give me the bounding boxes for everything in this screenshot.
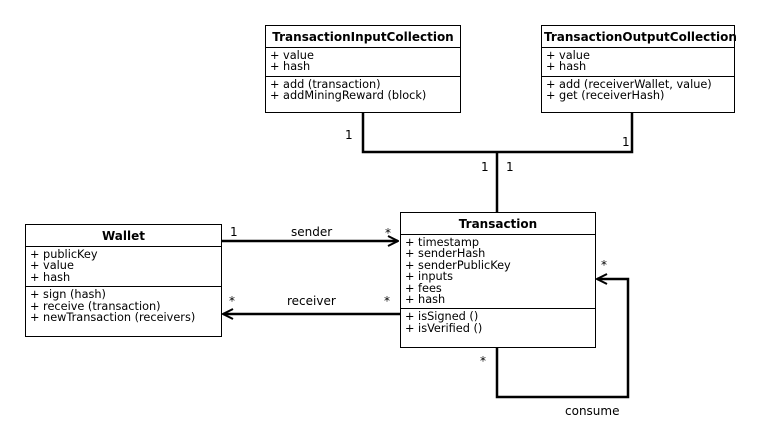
class-name: Wallet bbox=[26, 225, 221, 247]
operation: + sign (hash) bbox=[30, 288, 106, 302]
class-wallet: Wallet + publicKey + value + hash + sign… bbox=[25, 224, 222, 337]
attribute: + hash bbox=[30, 270, 71, 284]
output-collection-link bbox=[497, 113, 634, 154]
attribute: + senderPublicKey bbox=[405, 258, 511, 272]
operation: + isVerified () bbox=[405, 321, 483, 335]
class-name: TransactionOutputCollection bbox=[542, 26, 737, 48]
class-attributes: + value + hash bbox=[542, 48, 734, 76]
attribute: + hash bbox=[405, 293, 446, 307]
class-transaction-output-collection: TransactionOutputCollection + value + ha… bbox=[541, 25, 737, 113]
attribute: + timestamp bbox=[405, 236, 479, 249]
class-attributes: + value + hash bbox=[266, 48, 460, 76]
operation: + newTransaction (receivers) bbox=[30, 311, 196, 325]
attribute: + fees bbox=[405, 281, 442, 295]
class-attributes: + timestamp + senderHash + senderPublicK… bbox=[401, 235, 595, 308]
receiver-transaction-multiplicity: * bbox=[384, 294, 390, 308]
input-collection-multiplicity: 1 bbox=[345, 128, 353, 142]
attribute: + value bbox=[30, 259, 74, 273]
operation: + add (receiverWallet, value) bbox=[546, 77, 712, 91]
transaction-input-multiplicity: 1 bbox=[481, 160, 489, 174]
input-collection-link bbox=[361, 113, 497, 154]
class-operations: + add (receiverWallet, value) + get (rec… bbox=[542, 75, 734, 105]
class-operations: + isSigned () + isVerified () bbox=[401, 308, 595, 337]
sender-transaction-multiplicity: * bbox=[385, 226, 391, 240]
consume-target-multiplicity: * bbox=[601, 258, 607, 272]
receiver-label: receiver bbox=[287, 294, 336, 308]
sender-label: sender bbox=[291, 225, 333, 239]
class-name: TransactionInputCollection bbox=[266, 26, 460, 48]
attribute: + publicKey bbox=[30, 248, 98, 261]
output-collection-multiplicity: 1 bbox=[622, 135, 630, 149]
consume-source-multiplicity: * bbox=[480, 354, 486, 368]
class-name: Transaction bbox=[401, 213, 595, 235]
class-operations: + sign (hash) + receive (transaction) + … bbox=[26, 286, 221, 326]
sender-wallet-multiplicity: 1 bbox=[230, 225, 238, 239]
consume-association bbox=[495, 279, 630, 399]
operation: + receive (transaction) bbox=[30, 299, 161, 313]
class-transaction-input-collection: TransactionInputCollection + value + has… bbox=[265, 25, 461, 113]
attribute: + value bbox=[546, 49, 590, 62]
transaction-output-multiplicity: 1 bbox=[506, 160, 514, 174]
class-attributes: + publicKey + value + hash bbox=[26, 247, 221, 286]
attribute: + value bbox=[270, 49, 314, 62]
consume-label: consume bbox=[565, 404, 620, 418]
operation: + add (transaction) bbox=[270, 77, 381, 91]
receiver-wallet-multiplicity: * bbox=[229, 294, 235, 308]
attribute: + hash bbox=[546, 60, 587, 74]
class-transaction: Transaction + timestamp + senderHash + s… bbox=[400, 212, 596, 348]
class-operations: + add (transaction) + addMiningReward (b… bbox=[266, 75, 460, 105]
operation: + get (receiverHash) bbox=[546, 89, 665, 103]
attribute: + inputs bbox=[405, 270, 454, 284]
operation: + isSigned () bbox=[405, 310, 479, 324]
attribute: + hash bbox=[270, 60, 311, 74]
attribute: + senderHash bbox=[405, 247, 486, 261]
operation: + addMiningReward (block) bbox=[270, 89, 427, 103]
